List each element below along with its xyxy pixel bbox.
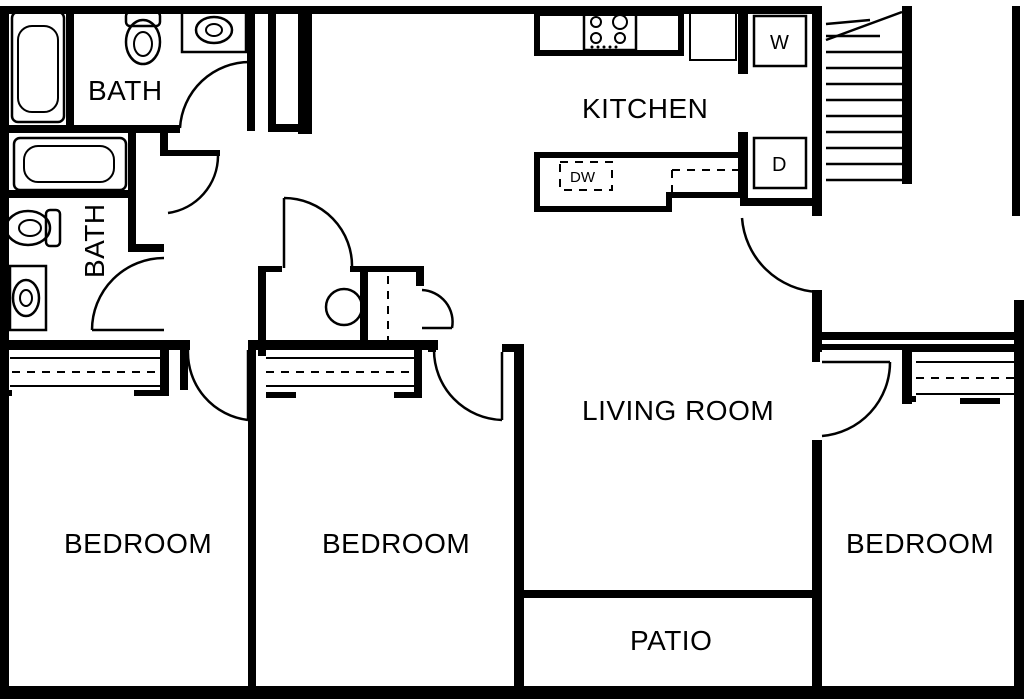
water-heater-icon [324, 287, 364, 327]
refrigerator-icon [689, 11, 737, 61]
room-label-kitchen: KITCHEN [582, 93, 708, 124]
room-label-bedroom-left: BEDROOM [64, 528, 212, 559]
stove-icon [582, 10, 638, 52]
appliance-label-dishwasher: DW [570, 169, 596, 186]
room-label-living-room: LIVING ROOM [582, 395, 774, 426]
dryer-icon [752, 136, 808, 190]
room-labels: BATH BATH KITCHEN LIVING ROOM BEDROOM BE… [64, 32, 994, 656]
bathtub-icon [12, 136, 128, 192]
appliance-label-dryer: D [772, 154, 786, 176]
washer-icon [752, 14, 808, 68]
door-swings [90, 60, 892, 438]
closets [10, 276, 1014, 395]
room-label-bedroom-right: BEDROOM [846, 528, 994, 559]
sink-icon [180, 10, 248, 54]
room-label-bath-side: BATH [79, 203, 110, 278]
bathtub-icon [10, 10, 66, 124]
sink-icon [8, 264, 48, 332]
room-label-patio: PATIO [630, 625, 712, 656]
toilet-icon [124, 10, 162, 66]
stairs-icon [825, 10, 903, 182]
room-label-bath-top: BATH [88, 75, 163, 106]
fixtures [4, 10, 903, 595]
appliance-label-washer: W [770, 32, 789, 54]
room-label-bedroom-middle: BEDROOM [322, 528, 470, 559]
dishwasher-icon [559, 161, 613, 191]
walls [0, 6, 1024, 699]
toilet-icon [4, 208, 62, 248]
